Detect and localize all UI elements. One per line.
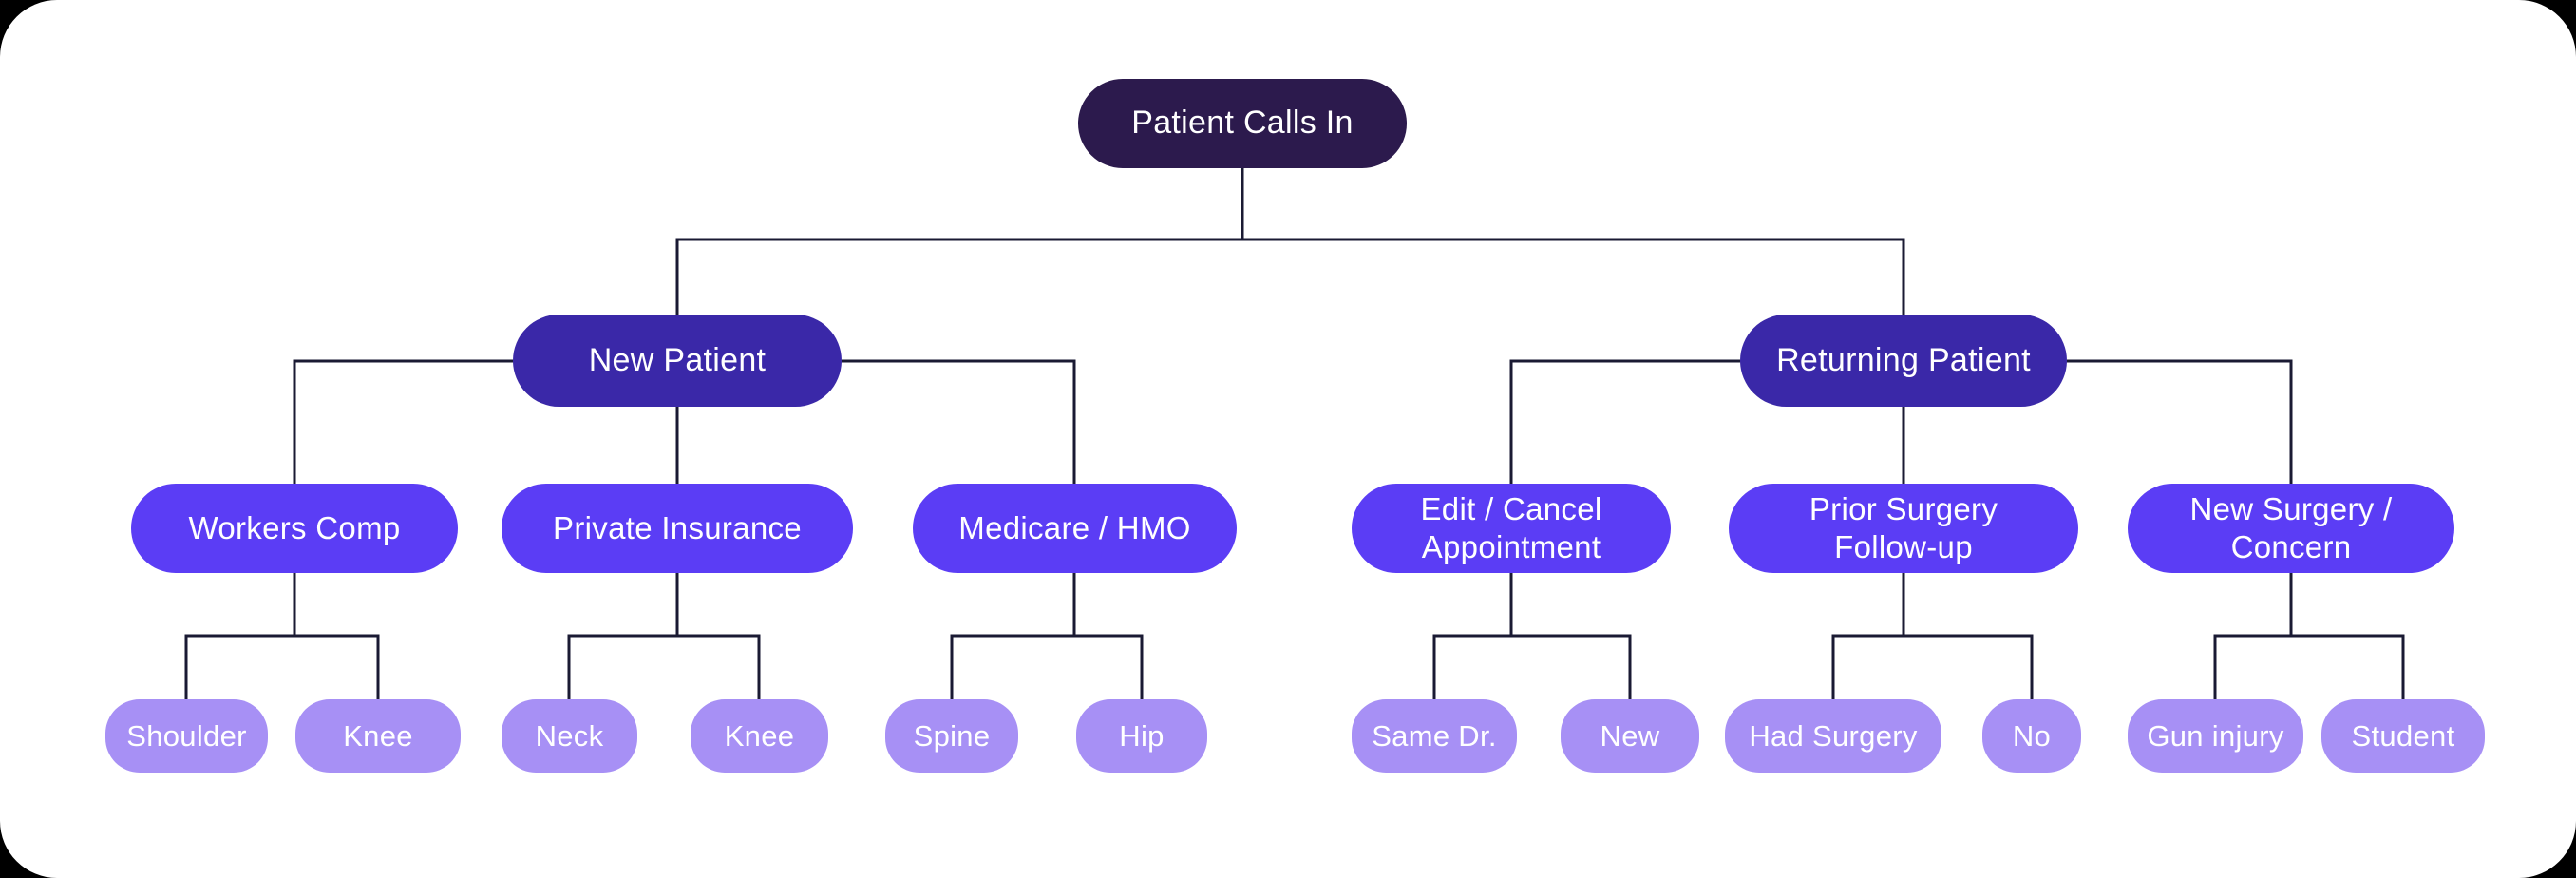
node-hip: Hip [1076,699,1207,773]
node-same-dr: Same Dr. [1352,699,1517,773]
node-workers-comp: Workers Comp [131,484,458,573]
node-new-surgery-concern: New Surgery / Concern [2128,484,2454,573]
node-returning-patient: Returning Patient [1740,315,2067,407]
node-had-surgery: Had Surgery [1725,699,1941,773]
node-new: New [1561,699,1699,773]
node-no: No [1982,699,2081,773]
node-new-patient: New Patient [513,315,842,407]
node-medicare-hmo: Medicare / HMO [913,484,1237,573]
node-prior-surgery-follow-up: Prior Surgery Follow-up [1729,484,2078,573]
node-spine: Spine [885,699,1018,773]
node-knee-workers-comp: Knee [295,699,461,773]
node-gun-injury: Gun injury [2128,699,2303,773]
node-edit-cancel-appointment: Edit / Cancel Appointment [1352,484,1671,573]
node-neck: Neck [502,699,637,773]
node-patient-calls-in: Patient Calls In [1078,79,1407,168]
node-private-insurance: Private Insurance [502,484,853,573]
node-student: Student [2321,699,2485,773]
node-knee-private-insurance: Knee [691,699,828,773]
node-shoulder: Shoulder [105,699,268,773]
